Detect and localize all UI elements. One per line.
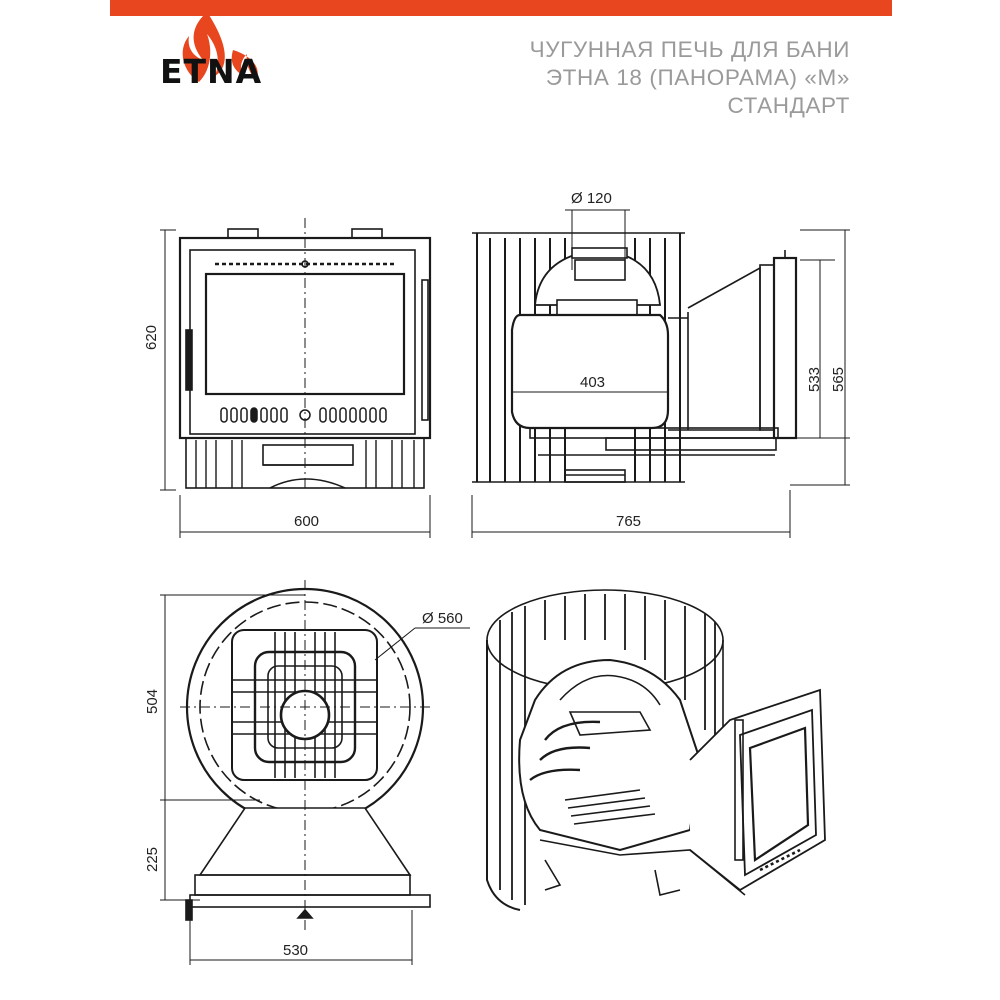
front-view (160, 218, 432, 538)
top-accent-bar (110, 0, 892, 16)
etna-logo (155, 10, 285, 120)
dim-front-height: 620 (143, 324, 160, 350)
dim-front-width: 600 (294, 513, 320, 530)
title-line-1: ЧУГУННАЯ ПЕЧЬ ДЛЯ БАНИ (529, 37, 850, 62)
side-view (471, 209, 850, 538)
dim-tunnel-length: 225 (144, 846, 161, 872)
product-title: ЧУГУННАЯ ПЕЧЬ ДЛЯ БАНИ ЭТНА 18 (ПАНОРАМА… (530, 36, 850, 120)
dim-side-height-533: 533 (806, 366, 823, 392)
dim-firebox-depth: 403 (580, 374, 606, 391)
dim-top-depth: 504 (144, 688, 161, 714)
title-line-3: СТАНДАРТ (727, 93, 850, 118)
dim-side-depth: 765 (616, 513, 642, 530)
dim-pipe-diameter: Ø 120 (571, 190, 612, 207)
logo-text: ETNA (160, 52, 263, 91)
flame-icon (182, 12, 258, 82)
top-view (160, 580, 470, 965)
dim-top-width: 530 (283, 942, 309, 959)
dim-top-diameter: Ø 560 (422, 610, 463, 627)
title-line-2: ЭТНА 18 (ПАНОРАМА) «М» (545, 65, 850, 90)
dim-side-height-565: 565 (830, 366, 847, 392)
isometric-view (486, 589, 826, 911)
